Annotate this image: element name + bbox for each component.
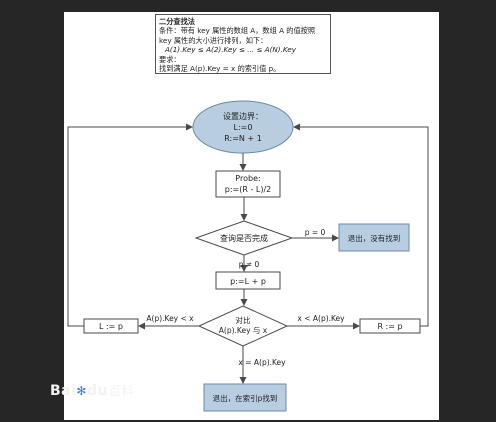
found-label: 退出，在索引p找到	[213, 393, 278, 403]
fail-box	[338, 223, 410, 252]
connectors	[67, 123, 429, 384]
baidu-watermark: Bai✻du百科	[50, 382, 134, 399]
found-box	[203, 383, 287, 412]
edge-setL-loop	[67, 123, 193, 327]
probe-label-1: Probe:	[235, 174, 260, 183]
setR-label: R := p	[377, 322, 402, 331]
compare-label-1: 对比	[236, 315, 251, 325]
edge-label-p-zero: p = 0	[305, 228, 326, 237]
init-label-1: 设置边界：	[223, 111, 263, 121]
note-line: A(1).Key ≤ A(2).Key ≤ ... ≤ A(N).Key	[165, 45, 296, 55]
note-title: 二分查找法	[159, 17, 195, 26]
probe-box	[215, 170, 281, 198]
edge-label-equal: x = A(p).Key	[238, 358, 286, 367]
probe-label-2: p:=(R - L)/2	[225, 185, 272, 194]
watermark-brand-2: du	[86, 383, 108, 399]
note-line: key 属性的大小进行排列，如下：	[159, 35, 268, 45]
note-line: 要求：	[159, 54, 181, 64]
watermark-cn: 百科	[108, 384, 134, 398]
init-label-2: L:=0	[234, 123, 253, 132]
edge-label-greater: x < A(p).Key	[297, 314, 345, 323]
paw-icon: ✻	[76, 384, 87, 398]
edge-setR-loop	[293, 123, 429, 327]
init-label-3: R:=N + 1	[224, 134, 262, 143]
edge-label-p-nonzero: p ≠ 0	[239, 260, 260, 269]
note-line: 找到满足 A(p).Key = x 的索引值 p。	[159, 64, 281, 74]
edge-label-less: A(p).Key < x	[146, 314, 194, 323]
setL-label: L := p	[99, 322, 123, 331]
note-line: 条件：带有 key 属性的数组 A，数组 A 的值按照	[159, 26, 316, 36]
add-label: p:=L + p	[230, 277, 266, 286]
problem-description: 二分查找法 条件：带有 key 属性的数组 A，数组 A 的值按照 key 属性…	[155, 14, 331, 74]
fail-label: 退出，没有找到	[348, 233, 401, 243]
check-label: 查询是否完成	[220, 233, 268, 243]
compare-label-2: A(p).Key 与 x	[219, 326, 268, 335]
diagram-canvas: 二分查找法 条件：带有 key 属性的数组 A，数组 A 的值按照 key 属性…	[64, 12, 439, 420]
watermark-brand: Bai	[50, 383, 77, 399]
add-box	[215, 271, 281, 290]
flowchart: 设置边界： L:=0 R:=N + 1 Probe: p:=(R - L)/2 …	[67, 100, 429, 412]
